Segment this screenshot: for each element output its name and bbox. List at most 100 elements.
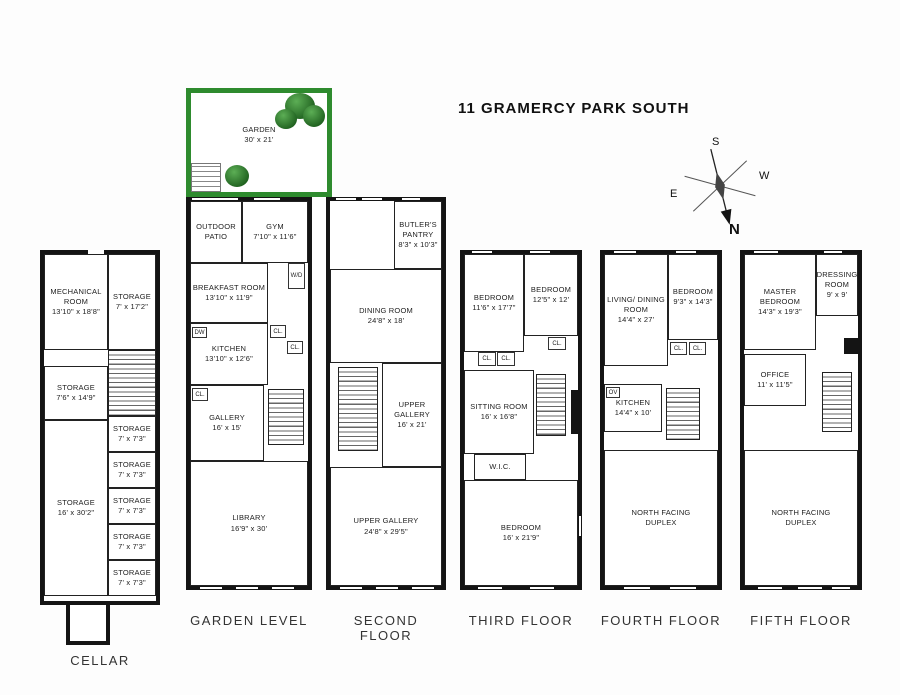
- room-dims: 7' x 7'3": [118, 506, 146, 515]
- room-name: SITTING ROOM: [470, 401, 528, 411]
- stairs: [338, 367, 378, 451]
- floor-label-fifth: FIFTH FLOOR: [750, 613, 852, 628]
- room-dims: 16' x 21'9": [502, 533, 540, 542]
- room-dims: 30' x 21': [244, 135, 274, 145]
- room-name: GALLERY: [209, 412, 245, 422]
- room-master-bedroom: MASTER BEDROOM 14'3" x 19'3": [744, 254, 816, 350]
- room-name: STORAGE: [113, 531, 151, 541]
- stairs: [822, 372, 852, 432]
- floor-cellar: MECHANICAL ROOM 13'10" x 18'8" STORAGE 7…: [40, 250, 160, 605]
- room-name: BREAKFAST ROOM: [192, 282, 266, 292]
- compass-east-label: E: [670, 188, 677, 200]
- room-dims: 14'4" x 10': [614, 408, 652, 417]
- room-storage: STORAGE 7' x 7'3": [108, 452, 156, 488]
- window: [362, 197, 382, 201]
- room-north-facing-duplex: NORTH FACING DUPLEX: [604, 450, 718, 586]
- room-dims: 8'3" x 10'3": [398, 240, 438, 250]
- window: [578, 516, 582, 536]
- room-dims: 24'8" x 29'5": [364, 526, 408, 536]
- shrub-icon: [275, 109, 297, 129]
- shaft: [844, 338, 858, 354]
- room-name: DINING ROOM: [359, 305, 413, 315]
- room-dining-room: DINING ROOM 24'8" x 18': [330, 269, 442, 363]
- room-name: MECHANICAL ROOM: [50, 286, 102, 306]
- room-dims: 12'5" x 12': [532, 295, 570, 304]
- window: [402, 197, 420, 201]
- shrub-icon: [225, 165, 249, 187]
- room-name: OFFICE: [760, 369, 790, 379]
- window: [614, 250, 636, 254]
- room-dims: 13'10" x 18'8": [51, 307, 101, 317]
- room-name: LIVING/ DINING ROOM: [607, 294, 665, 314]
- room-dims: 9'3" x 14'3": [673, 297, 713, 306]
- room-name: STORAGE: [113, 423, 151, 433]
- room-name: STORAGE: [113, 291, 151, 301]
- room-storage: STORAGE 7' x 7'3": [108, 416, 156, 452]
- room-bedroom: BEDROOM 9'3" x 14'3": [668, 254, 718, 340]
- room-dims: 7'10" x 11'6": [253, 232, 297, 241]
- closet: CL.: [270, 325, 286, 338]
- room-storage: STORAGE 7' x 7'3": [108, 560, 156, 596]
- room-name: GARDEN: [242, 125, 276, 134]
- closet: CL.: [478, 352, 496, 366]
- room-dims: 14'4" x 27': [617, 315, 655, 325]
- room-name: GYM: [266, 221, 284, 231]
- room-garden: GARDEN 30' x 21': [191, 125, 327, 145]
- room-name: NORTH FACING DUPLEX: [631, 507, 691, 527]
- garden-steps: [191, 163, 221, 192]
- room-dims: 7'6" x 14'9": [56, 393, 96, 402]
- room-upper-gallery: UPPER GALLERY 24'8" x 29'5": [330, 467, 442, 586]
- garden-area: GARDEN 30' x 21': [186, 88, 332, 197]
- room-name: STORAGE: [113, 495, 151, 505]
- window: [412, 586, 434, 590]
- shrub-icon: [303, 105, 325, 127]
- window: [798, 586, 822, 590]
- room-dims: 14'3" x 19'3": [758, 307, 802, 317]
- room-bedroom: BEDROOM 16' x 21'9": [464, 480, 578, 586]
- closet: CL.: [548, 337, 566, 350]
- room-dims: 13'10" x 11'9": [205, 293, 253, 302]
- room-dims: 16' x 21': [397, 420, 427, 430]
- room-dims: 7' x 7'3": [118, 578, 146, 587]
- room-name: STORAGE: [113, 567, 151, 577]
- room-name: BEDROOM: [473, 292, 515, 302]
- room-storage: STORAGE 7' x 7'3": [108, 488, 156, 524]
- room-dims: 11'6" x 17'7": [472, 303, 516, 312]
- room-storage: STORAGE 7'6" x 14'9": [44, 366, 108, 420]
- floor-label-cellar: CELLAR: [70, 653, 130, 668]
- stairs: [268, 389, 304, 445]
- closet: CL.: [670, 342, 687, 355]
- room-gym: GYM 7'10" x 11'6": [242, 201, 308, 263]
- window: [758, 586, 782, 590]
- compass-center-icon: [715, 172, 725, 200]
- closet: CL.: [287, 341, 303, 354]
- window: [530, 250, 550, 254]
- washer-dryer: W/D: [288, 263, 305, 289]
- floor-label-third: THIRD FLOOR: [468, 613, 574, 628]
- floor-fourth: LIVING/ DINING ROOM 14'4" x 27' BEDROOM …: [600, 250, 722, 590]
- room-office: OFFICE 11' x 11'5": [744, 354, 806, 406]
- window: [478, 586, 502, 590]
- stairs: [108, 350, 156, 416]
- floor-second: BUTLER'S PANTRY 8'3" x 10'3" DINING ROOM…: [326, 197, 446, 590]
- room-mechanical-room: MECHANICAL ROOM 13'10" x 18'8": [44, 254, 108, 350]
- room-dims: 9' x 9': [826, 290, 848, 300]
- window: [236, 586, 258, 590]
- window: [824, 250, 842, 254]
- oven: OV: [606, 387, 620, 398]
- room-dressing-room: DRESSING ROOM 9' x 9': [816, 254, 858, 316]
- room-storage: STORAGE 16' x 30'2": [44, 420, 108, 596]
- room-north-facing-duplex: NORTH FACING DUPLEX: [744, 450, 858, 586]
- room-kitchen: KITCHEN 13'10" x 12'6": [190, 323, 268, 385]
- room-dims: 7' x 7'3": [118, 542, 146, 551]
- window: [670, 586, 696, 590]
- room-dims: 24'8" x 18': [367, 316, 405, 325]
- room-sitting-room: SITTING ROOM 16' x 16'8": [464, 370, 534, 454]
- window: [254, 197, 280, 201]
- room-name: STORAGE: [57, 497, 95, 507]
- room-name: NORTH FACING DUPLEX: [771, 507, 831, 527]
- room-dims: 16'9" x 30': [230, 523, 268, 533]
- room-upper-gallery: UPPER GALLERY 16' x 21': [382, 363, 442, 467]
- floor-third: BEDROOM 11'6" x 17'7" BEDROOM 12'5" x 12…: [460, 250, 582, 590]
- window: [336, 197, 356, 201]
